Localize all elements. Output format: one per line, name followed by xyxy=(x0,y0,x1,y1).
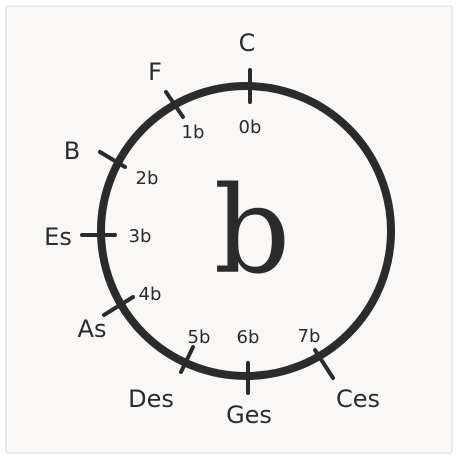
flat-count-b: 2b xyxy=(136,168,159,189)
key-name-b: B xyxy=(64,137,80,165)
flat-count-es: 3b xyxy=(129,226,152,247)
key-name-es: Es xyxy=(44,223,72,251)
flat-count-ces: 7b xyxy=(298,326,321,347)
key-name-ces: Ces xyxy=(336,385,380,413)
flat-count-c: 0b xyxy=(239,117,262,138)
tick-mark-des xyxy=(179,345,195,374)
tick-mark-f xyxy=(164,90,185,119)
key-name-c: C xyxy=(239,29,256,57)
flat-symbol: b xyxy=(214,162,291,301)
flat-count-des: 5b xyxy=(188,327,211,348)
flat-count-ges: 6b xyxy=(237,327,260,348)
key-name-ges: Ges xyxy=(226,401,272,429)
tick-mark-ces xyxy=(313,348,335,380)
tick-mark-b xyxy=(98,150,127,169)
key-name-des: Des xyxy=(128,385,174,413)
key-name-f: F xyxy=(148,58,162,86)
tick-mark-as xyxy=(102,295,135,317)
flat-count-f: 1b xyxy=(182,122,205,143)
flat-count-as: 4b xyxy=(139,284,162,305)
key-name-as: As xyxy=(78,315,107,343)
